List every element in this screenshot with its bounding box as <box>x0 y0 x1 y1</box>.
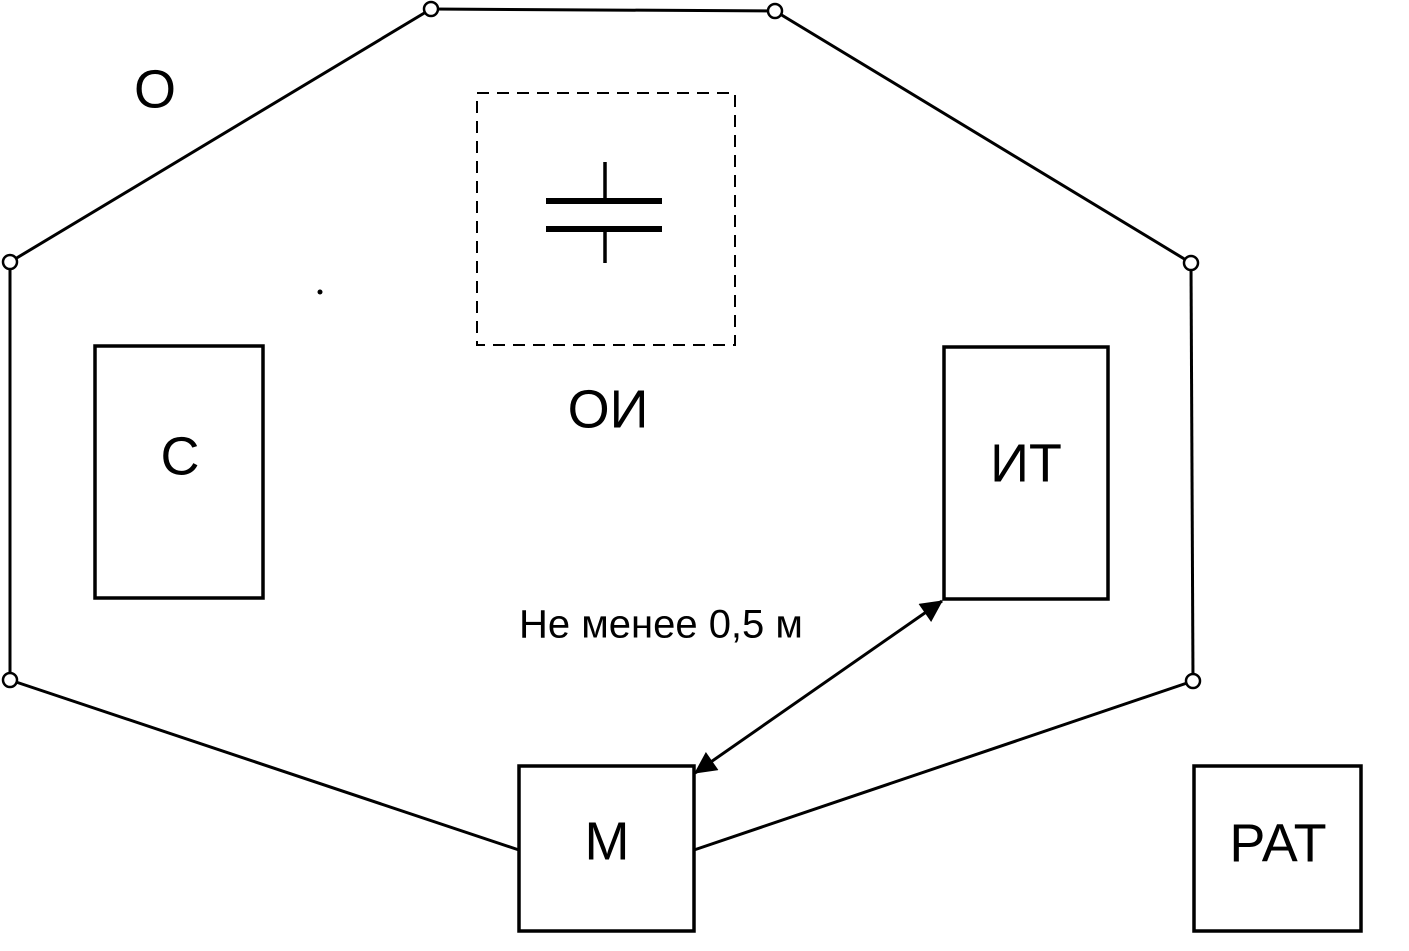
boundary-node <box>422 0 440 18</box>
source-block: С <box>93 344 265 600</box>
rat-block: РАТ <box>1192 764 1363 933</box>
boundary-node <box>1 671 19 689</box>
test-object-region <box>476 92 736 346</box>
rat-label: РАТ <box>1229 813 1326 873</box>
meter-block: М <box>517 764 696 933</box>
boundary-node <box>1184 672 1202 690</box>
measuring-instrument-label: ИТ <box>990 433 1062 493</box>
meter-label: М <box>585 811 630 871</box>
test-object-label: ОИ <box>568 379 649 439</box>
zone-label: О <box>134 59 176 119</box>
boundary-nodes <box>1 0 1202 690</box>
boundary-node <box>766 2 784 20</box>
capacitor-icon <box>546 162 662 263</box>
measuring-instrument-block: ИТ <box>942 345 1110 601</box>
zone-boundary <box>8 7 1195 852</box>
speck <box>317 289 323 295</box>
source-label: С <box>161 426 200 486</box>
boundary-node <box>1182 254 1200 272</box>
boundary-node <box>1 253 19 271</box>
distance-label: Не менее 0,5 м <box>519 603 803 647</box>
distance-arrow <box>694 599 943 775</box>
